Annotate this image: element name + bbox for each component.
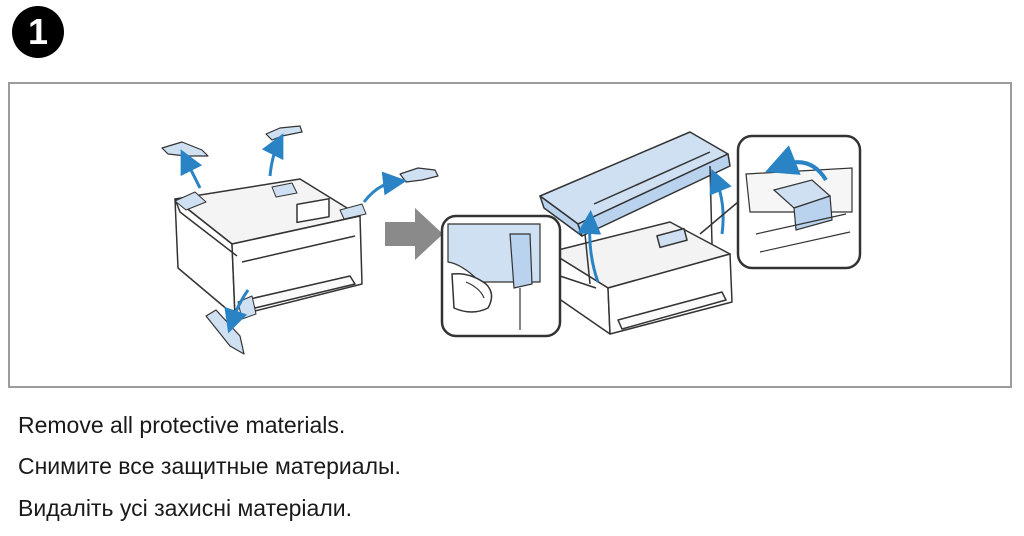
removal-arrows-left — [180, 133, 407, 334]
instruction-text-uk: Видаліть усі захисні матеріали. — [18, 495, 352, 521]
printer-open-icon — [539, 131, 733, 335]
zoom-callout-icon — [440, 214, 597, 338]
zoom-callout-icon — [699, 134, 862, 270]
instruction-text-en: Remove all protective materials. — [18, 412, 346, 438]
illustration — [161, 125, 862, 355]
step-number-badge: 1 — [12, 6, 64, 58]
instruction-text-ru: Снимите все защитные материалы. — [18, 453, 401, 479]
printer-closed-icon — [174, 178, 367, 320]
illustration-frame — [8, 82, 1012, 388]
lid-open-arrows — [577, 168, 732, 283]
arrow-right-icon — [385, 208, 443, 260]
